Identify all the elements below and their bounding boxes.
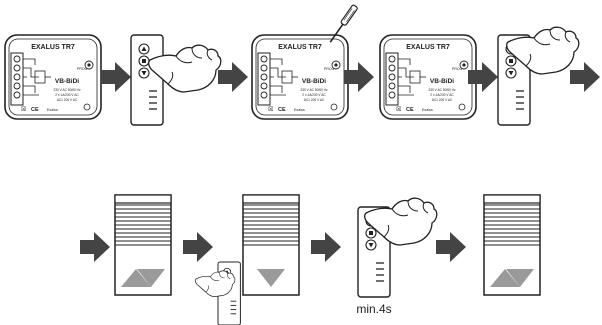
arrow-9 [436,232,466,262]
arrow-1 [101,62,131,92]
step-9-blind-up-down [483,194,541,296]
step-4-module [379,34,477,120]
duration-caption: min.4s [356,302,391,316]
arrow-2 [218,62,248,92]
step-1-module [4,34,102,120]
step-3-module-screwdriver [251,3,359,120]
step-6-remote-press [194,261,241,325]
arrow-5 [570,62,600,92]
step-8-remote-hold: min.4s [356,197,438,316]
step-7-blind-down [242,194,300,296]
arrow-7 [183,232,213,262]
step-6-blind-up-down [114,194,172,296]
step-5-remote-press [497,26,580,126]
remote-icon [130,34,164,126]
arrow-8 [311,232,341,262]
step-2-remote-press [130,34,222,126]
arrow-6 [80,232,110,262]
